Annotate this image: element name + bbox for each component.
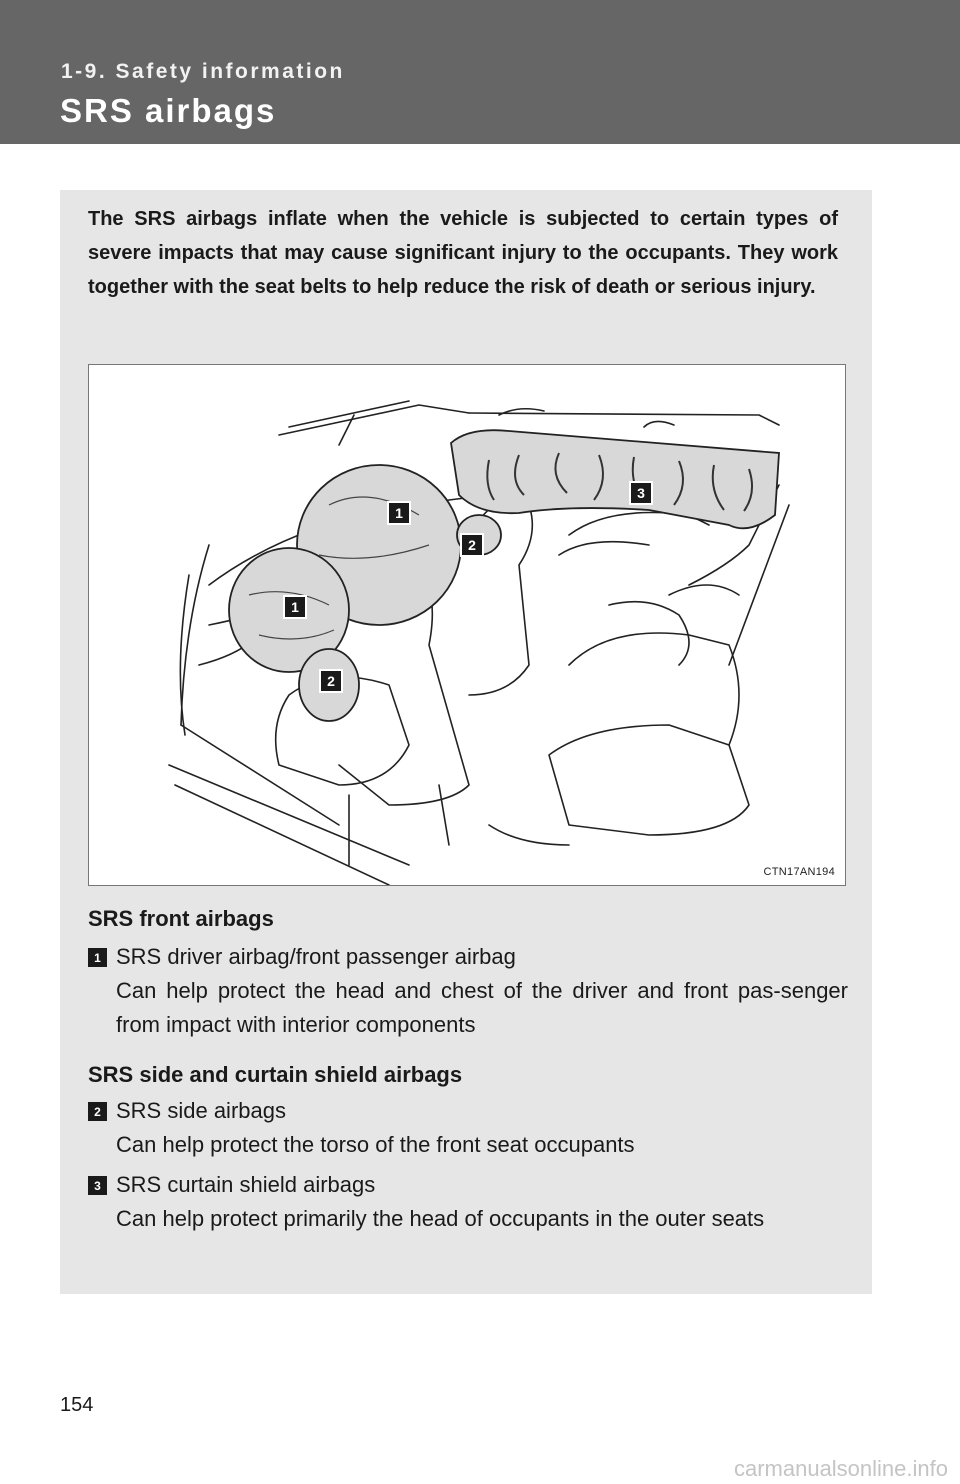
section-title-front: SRS front airbags [88,906,274,931]
callout-2-passenger: 2 [462,535,482,555]
callout-2-driver: 2 [321,671,341,691]
item-description: Can help protect the torso of the front … [116,1132,635,1157]
intro-paragraph: The SRS airbags inflate when the vehicle… [88,208,838,298]
list-item: 3 SRS curtain shield airbags Can help pr… [88,1168,848,1236]
list-item: 1 SRS driver airbag/front passenger airb… [88,940,848,1042]
marker-2-icon: 2 [88,1102,107,1121]
callout-1-passenger: 1 [389,503,409,523]
callout-3-curtain: 3 [631,483,651,503]
page-header: 1-9. Safety information SRS airbags [0,0,960,144]
marker-3-icon: 3 [88,1176,107,1195]
callout-1-driver: 1 [285,597,305,617]
page-number: 154 [60,1394,94,1416]
list-item: 2 SRS side airbags Can help protect the … [88,1094,848,1162]
watermark: carmanualsonline.info [733,1456,948,1481]
item-description: Can help protect primarily the head of o… [116,1206,765,1231]
marker-1-icon: 1 [88,948,107,967]
airbag-illustration: 1 2 3 1 2 CTN17AN194 [88,364,846,886]
page-title: SRS airbags [60,92,277,129]
item-name: SRS side airbags [116,1098,286,1123]
item-name: SRS driver airbag/front passenger airbag [116,944,516,969]
item-description: Can help protect the head and chest of t… [116,978,848,1037]
content-panel: The SRS airbags inflate when the vehicle… [60,190,872,1294]
figure-code: CTN17AN194 [763,866,835,878]
item-name: SRS curtain shield airbags [116,1172,376,1197]
car-interior-drawing [168,400,790,885]
section-label: 1-9. Safety information [61,60,345,83]
section-title-side-curtain: SRS side and curtain shield airbags [88,1062,463,1087]
